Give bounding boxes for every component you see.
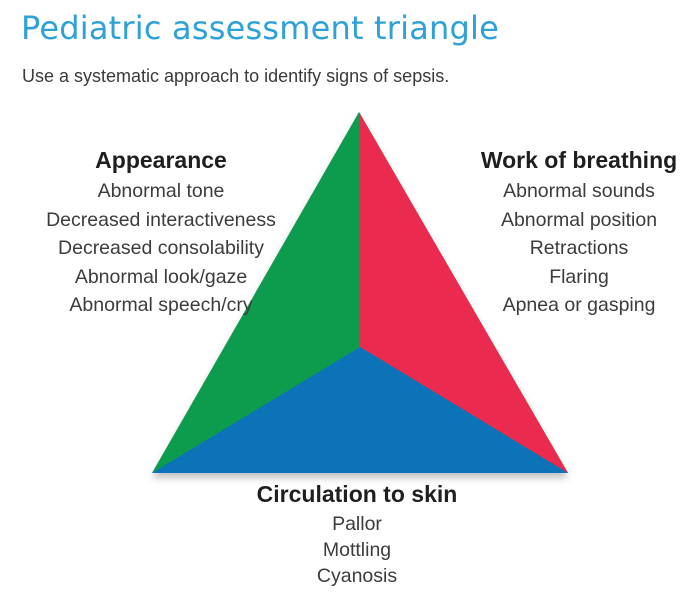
triangle-section-circulation-to-skin (152, 347, 568, 473)
appearance-item: Abnormal tone (97, 180, 225, 202)
circulation-to-skin-item: Mottling (322, 539, 392, 561)
work-of-breathing-heading: Work of breathing (480, 147, 678, 173)
appearance-label-block: Appearance Abnormal tone Decreased inter… (6, 147, 316, 320)
circulation-to-skin-item: Cyanosis (316, 565, 398, 587)
circulation-to-skin-item: Pallor (332, 513, 382, 535)
figure-subtitle: Use a systematic approach to identify si… (22, 66, 450, 86)
circulation-to-skin-label-block: Circulation to skin Pallor Mottling Cyan… (207, 481, 507, 589)
appearance-item: Abnormal speech/cry (69, 294, 253, 316)
work-of-breathing-item: Apnea or gasping (502, 294, 656, 316)
work-of-breathing-item: Abnormal sounds (503, 180, 655, 202)
work-of-breathing-item: Retractions (529, 237, 629, 259)
circulation-to-skin-heading: Circulation to skin (256, 481, 458, 507)
appearance-item: Abnormal look/gaze (74, 265, 248, 288)
work-of-breathing-item: Abnormal position (500, 208, 658, 231)
work-of-breathing-label-block: Work of breathing Abnormal sounds Abnorm… (429, 147, 696, 320)
page-title: Pediatric assessment triangle (21, 9, 500, 47)
appearance-item: Decreased interactiveness (46, 208, 276, 231)
appearance-item: Decreased consolability (58, 237, 264, 259)
triangle-section-work-of-breathing (359, 112, 568, 473)
work-of-breathing-item: Flaring (549, 265, 609, 288)
appearance-heading: Appearance (95, 147, 227, 173)
